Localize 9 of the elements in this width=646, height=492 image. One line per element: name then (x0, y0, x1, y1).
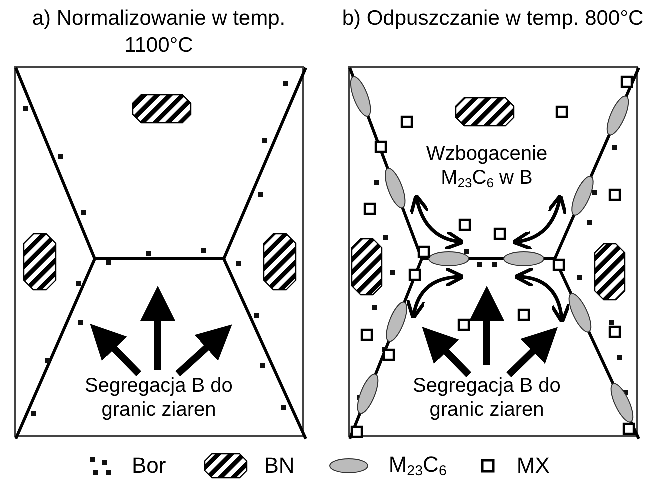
legend-label: BN (264, 452, 295, 479)
annotation-text: Segregacja B do granic ziaren (412, 374, 562, 422)
panel-title: b) Odpuszczanie w temp. 800°C (341, 6, 645, 32)
annotation-text: Wzbogacenie M$_{23}$C$_{6}$ w B (425, 142, 549, 192)
panel-title: a) Normalizowanie w temp. 1100°C (31, 6, 287, 59)
legend-label: Bor (132, 452, 166, 479)
annotation-text: Segregacja B do granic ziaren (84, 374, 234, 422)
legend-label: M$_{23}$C$_{6}$ (388, 452, 447, 480)
legend-label: MX (516, 452, 550, 479)
